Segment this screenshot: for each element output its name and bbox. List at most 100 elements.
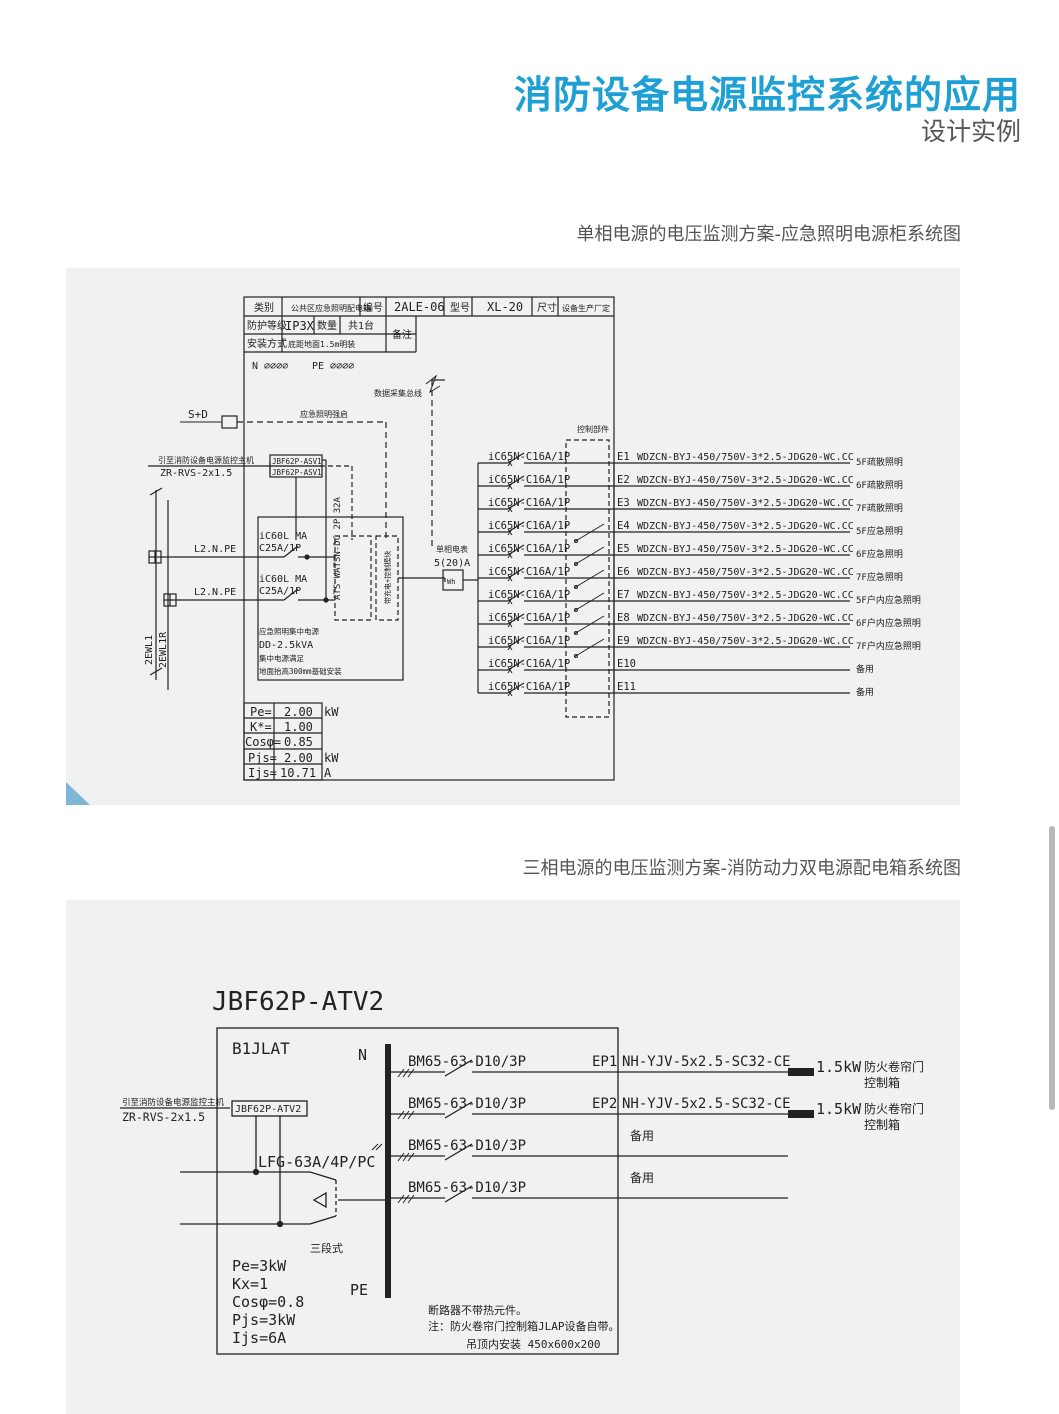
input-label: L2.N.PE bbox=[194, 544, 236, 555]
circuit-breaker-label: BM65-63-D10/3P bbox=[408, 1096, 526, 1112]
table-cell: XL-20 bbox=[487, 300, 523, 314]
circuit-cable: WDZCN-BYJ-450/750V-3*2.5-JDG20-WC.CC bbox=[637, 567, 854, 578]
model-title: JBF62P-ATV2 bbox=[212, 987, 384, 1017]
emergency-lighting-diagram: iC65N-C16A/1PE1WDZCN-BYJ-450/750V-3*2.5-… bbox=[66, 296, 921, 805]
table-cell: 类别 bbox=[254, 301, 274, 314]
circuit-breaker-label: iC65N-C16A/1P bbox=[488, 589, 570, 601]
power-note: 集中电源满足 bbox=[259, 653, 304, 663]
table-cell: 备注 bbox=[392, 328, 412, 341]
param-unit: A bbox=[324, 766, 332, 780]
breaker-label: iC60L MA bbox=[259, 531, 307, 542]
note-line: 注：防火卷帘门控制箱JLAP设备自带。 bbox=[428, 1319, 620, 1333]
table-cell: 型号 bbox=[450, 301, 470, 314]
table-cell: 设备生产厂定 bbox=[562, 303, 610, 313]
circuit-destination: 5F疏散照明 bbox=[856, 456, 903, 468]
circuit-id: E10 bbox=[617, 658, 636, 670]
table-cell: 防护等级 bbox=[247, 319, 287, 332]
circuit-id: EP2 bbox=[592, 1096, 617, 1112]
param-key: Pe= bbox=[250, 705, 272, 719]
table-cell: 公共区应急照明配电箱 bbox=[291, 303, 371, 313]
ats-label: ATS WATSN-DC 2P 32A bbox=[333, 496, 343, 600]
circuit-destination: 5F户内应急照明 bbox=[856, 594, 921, 606]
circuit-destination: 备用 bbox=[630, 1171, 654, 1185]
table-cell: 安装方式 bbox=[247, 337, 287, 350]
circuit-breaker-label: iC65N-C16A/1P bbox=[488, 451, 570, 463]
param-key: Pjs= bbox=[248, 751, 277, 765]
circuit-cable: WDZCN-BYJ-450/750V-3*2.5-JDG20-WC.CC bbox=[637, 613, 854, 624]
circuit-id: E2 bbox=[617, 474, 630, 486]
param-key: Ijs= bbox=[248, 766, 277, 780]
section2-caption: 三相电源的电压监测方案-消防动力双电源配电箱系统图 bbox=[522, 858, 962, 879]
meter-label: 单相电表 bbox=[436, 544, 468, 554]
cable-label: ZR-RVS-2x1.5 bbox=[160, 468, 232, 479]
param-unit: kW bbox=[324, 705, 339, 719]
table-cell: 尺寸 bbox=[537, 301, 557, 314]
scrollbar[interactable] bbox=[1049, 826, 1055, 1110]
circuit-destination: 备用 bbox=[856, 663, 874, 675]
circuit-breaker-label: iC65N-C16A/1P bbox=[488, 497, 570, 509]
meter-symbol: Wh bbox=[447, 578, 455, 586]
circuit-cable: WDZCN-BYJ-450/750V-3*2.5-JDG20-WC.CC bbox=[637, 452, 854, 463]
data-bus-label: 数据采集总线 bbox=[374, 388, 422, 398]
circuit-cable: NH-YJV-5x2.5-SC32-CE bbox=[622, 1096, 791, 1112]
power-note: DD-2.5kVA bbox=[259, 640, 313, 651]
table-cell: IP3X bbox=[285, 319, 315, 333]
table-cell: 2ALE-06 bbox=[394, 300, 445, 314]
circuit-cable: WDZCN-BYJ-450/750V-3*2.5-JDG20-WC.CC bbox=[637, 521, 854, 532]
eps-label: 带充电+控制模块 bbox=[383, 551, 392, 604]
circuit-destination: 控制箱 bbox=[864, 1117, 900, 1132]
circuit-destination: 7F户内应急照明 bbox=[856, 640, 921, 652]
circuit-id: E3 bbox=[617, 497, 630, 509]
feeder-label: 2EWL1R bbox=[158, 631, 169, 668]
circuit-cable: WDZCN-BYJ-450/750V-3*2.5-JDG20-WC.CC bbox=[637, 544, 854, 555]
box-label: B1JLAT bbox=[232, 1039, 290, 1058]
circuit-breaker-label: BM65-63-D10/3P bbox=[408, 1138, 526, 1154]
input-label: L2.N.PE bbox=[194, 587, 236, 598]
circuit-breaker-label: iC65N-C16A/1P bbox=[488, 658, 570, 670]
power-note: 应急照明集中电源 bbox=[259, 626, 319, 636]
circuit-id: E6 bbox=[617, 566, 630, 578]
circuit-breaker-label: iC65N-C16A/1P bbox=[488, 635, 570, 647]
param-value: 2.00 bbox=[284, 705, 313, 719]
circuit-breaker-label: iC65N-C16A/1P bbox=[488, 612, 570, 624]
breaker-label: C25A/1P bbox=[259, 543, 301, 554]
circuit-load: 1.5kW bbox=[816, 1058, 862, 1076]
circuit-breaker-label: iC65N-C16A/1P bbox=[488, 543, 570, 555]
param-value: 10.71 bbox=[280, 766, 316, 780]
n-label: N bbox=[358, 1046, 367, 1064]
circuit-destination: 5F应急照明 bbox=[856, 525, 903, 537]
emergency-signal-label: 应急照明强启 bbox=[300, 409, 348, 419]
param-key: K*= bbox=[250, 720, 272, 734]
table-cell: 数量 bbox=[317, 319, 337, 332]
param-value: 2.00 bbox=[284, 751, 313, 765]
param-line: Kx=1 bbox=[232, 1275, 268, 1293]
param-line: Pe=3kW bbox=[232, 1257, 287, 1275]
circuit-row: iC65N-C16A/1P E10 备用 bbox=[478, 658, 874, 675]
module-label: JBF62P-ASV1 bbox=[272, 468, 322, 477]
circuit-destination: 6F户内应急照明 bbox=[856, 617, 921, 629]
page-title: 消防设备电源监控系统的应用 bbox=[513, 73, 1021, 117]
pe-bus-label: PE ∅∅∅∅ bbox=[312, 361, 354, 372]
page-subtitle: 设计实例 bbox=[920, 117, 1021, 146]
circuit-destination: 防火卷帘门 bbox=[864, 1101, 924, 1116]
meter-label: 5(20)A bbox=[434, 558, 470, 569]
table-cell: 编号 bbox=[363, 301, 383, 314]
circuit-breaker-label: iC65N-C16A/1P bbox=[488, 566, 570, 578]
circuit-cable: WDZCN-BYJ-450/750V-3*2.5-JDG20-WC.CC bbox=[637, 636, 854, 647]
param-line: Pjs=3kW bbox=[232, 1311, 296, 1329]
circuit-row: iC65N-C16A/1P E9 WDZCN-BYJ-450/750V-3*2.5-… bbox=[478, 635, 921, 658]
breaker-label: iC60L MA bbox=[259, 574, 307, 585]
circuit-breaker-label: BM65-63-D10/3P bbox=[408, 1180, 526, 1196]
pe-label: PE bbox=[350, 1281, 368, 1299]
circuit-id: E9 bbox=[617, 635, 630, 647]
